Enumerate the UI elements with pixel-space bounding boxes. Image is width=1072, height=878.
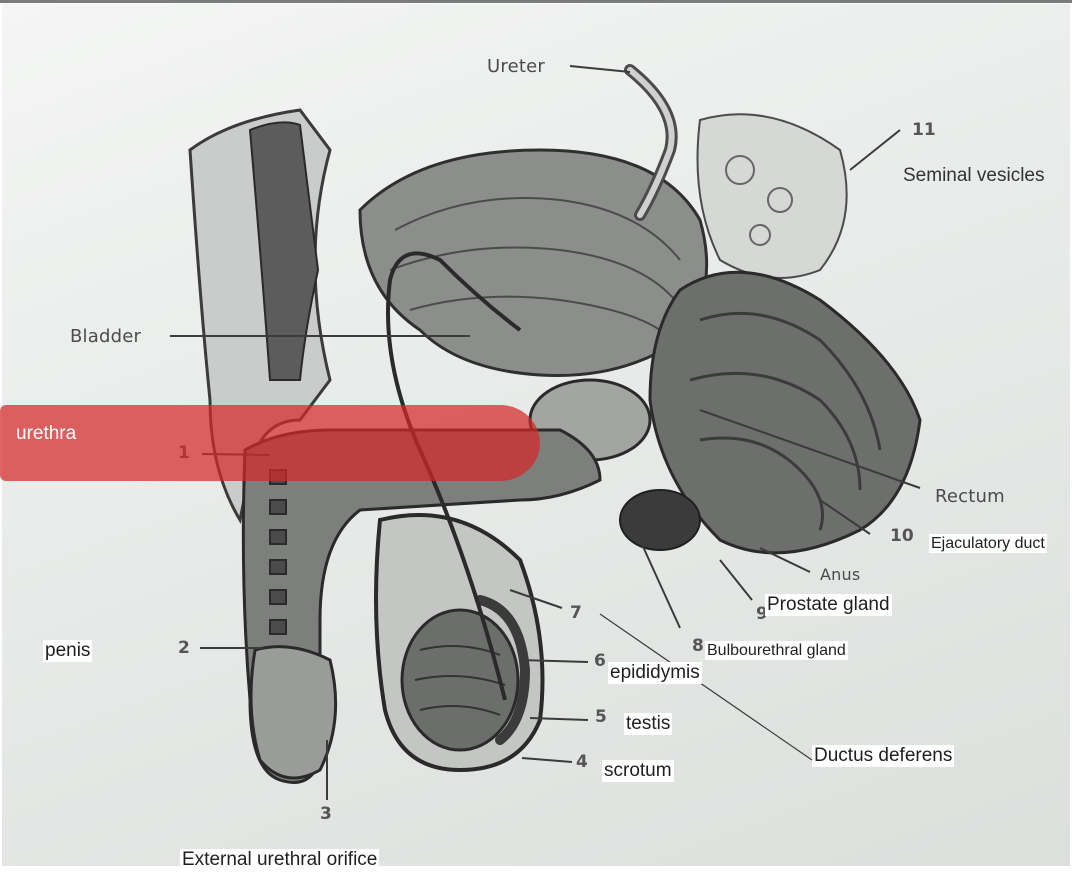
epididymis-shape	[475, 595, 531, 745]
anus-printed-label: Anus	[820, 565, 861, 584]
rectum-printed-label: Rectum	[935, 486, 1005, 507]
label-scrotum[interactable]: scrotum	[602, 760, 674, 782]
label-seminal-vesicles[interactable]: Seminal vesicles	[903, 165, 1045, 186]
label-prostate-gland[interactable]: Prostate gland	[765, 594, 892, 616]
number-3: 3	[320, 804, 332, 824]
number-6: 6	[594, 651, 606, 671]
number-7: 7	[570, 603, 582, 623]
glans	[249, 645, 338, 780]
seminal-vesicle-area	[696, 113, 848, 279]
label-epididymis[interactable]: epididymis	[608, 662, 702, 684]
label-bulbourethral-gland[interactable]: Bulbourethral gland	[705, 641, 848, 660]
number-2: 2	[178, 638, 190, 658]
top-border	[0, 0, 1072, 3]
pubic-bone	[248, 121, 320, 381]
label-penis[interactable]: penis	[43, 640, 93, 662]
number-9: 9	[756, 604, 768, 624]
number-8: 8	[692, 636, 704, 656]
label-urethra[interactable]: urethra	[16, 423, 77, 444]
number-5: 5	[595, 707, 607, 727]
urethra-highlight	[0, 405, 540, 481]
ureter-printed-label: Ureter	[487, 56, 545, 77]
number-10: 10	[890, 526, 914, 546]
rectum	[648, 270, 922, 555]
label-ductus-deferens[interactable]: Ductus deferens	[812, 745, 955, 767]
penis-shaft	[241, 428, 602, 784]
label-ejaculatory-duct[interactable]: Ejaculatory duct	[929, 534, 1047, 553]
ductus-deferens-line	[386, 251, 522, 701]
number-11: 11	[912, 120, 936, 140]
bladder-printed-label: Bladder	[70, 326, 142, 347]
number-4: 4	[576, 752, 588, 772]
label-external-urethral-orifice[interactable]: External urethral orifice	[180, 849, 380, 871]
label-testis[interactable]: testis	[624, 713, 673, 735]
